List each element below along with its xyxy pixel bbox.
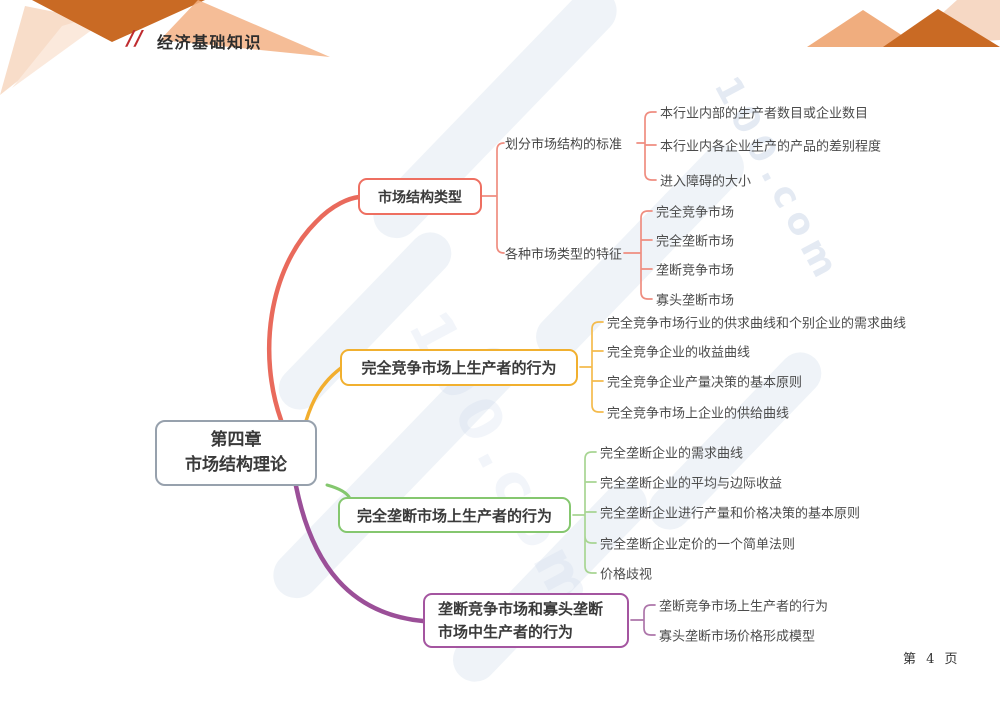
leaf-node: 完全垄断企业的平均与边际收益 [600,476,783,492]
leaf-node: 本行业内各企业生产的产品的差别程度 [660,139,882,155]
corner-decoration-left [0,0,330,95]
branch-topic-perfect-competition-producers: 完全竞争市场上生产者的行为 [340,349,578,386]
leaf-node: 垄断竞争市场上生产者的行为 [659,599,829,615]
leaf-node: 寡头垄断市场 [656,293,735,309]
central-topic: 第四章 市场结构理论 [155,420,317,486]
group-label: 各种市场类型的特征 [505,247,623,263]
page-title: 经济基础知识 [157,33,263,52]
leaf-node: 价格歧视 [600,567,653,583]
central-topic-label: 第四章 市场结构理论 [185,430,287,475]
group-label: 划分市场结构的标准 [505,137,623,153]
leaf-node: 本行业内部的生产者数目或企业数目 [660,106,869,122]
double-slash-icon: // [127,26,144,50]
leaf-node: 完全垄断企业进行产量和价格决策的基本原则 [600,506,861,522]
page-number: 第 4 页 [903,652,961,667]
watermark-stripes [273,0,822,682]
leaf-node: 寡头垄断市场价格形成模型 [659,629,816,645]
branch-topic-market-structure-types: 市场结构类型 [358,178,482,215]
leaf-node: 完全竞争企业产量决策的基本原则 [607,375,803,391]
leaf-node: 完全垄断企业定价的一个简单法则 [600,537,796,553]
branch-topic-monopoly-producers: 完全垄断市场上生产者的行为 [338,497,571,533]
branch-topic-label: 垄断竞争市场和寡头垄断 市场中生产者的行为 [438,600,604,641]
leaf-node: 垄断竞争市场 [656,263,735,279]
leaf-node: 完全竞争企业的收益曲线 [607,345,751,361]
leaf-node: 完全竞争市场 [656,205,735,221]
leaf-node: 完全垄断企业的需求曲线 [600,446,744,462]
leaf-node: 进入障碍的大小 [660,174,752,190]
leaf-node: 完全垄断市场 [656,234,735,250]
corner-decoration-right [807,0,1000,47]
leaf-node: 完全竞争市场行业的供求曲线和个别企业的需求曲线 [607,316,907,332]
branch-topic-monopolistic-and-oligopoly-producers: 垄断竞争市场和寡头垄断 市场中生产者的行为 [423,593,629,648]
leaf-node: 完全竞争市场上企业的供给曲线 [607,406,790,422]
